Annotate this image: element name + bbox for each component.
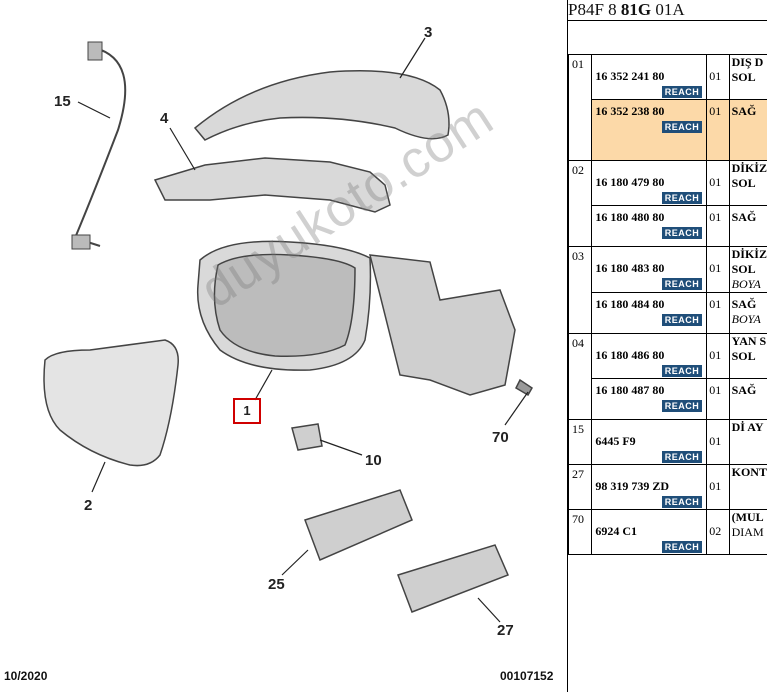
group-number: 02 [569,161,592,247]
reference-code: P84F 8 81G 01A [568,0,685,20]
quantity: 01 [707,348,728,363]
wiring-harness-part [75,48,125,246]
callout-15[interactable]: 15 [54,93,71,110]
callout-10[interactable]: 10 [365,452,382,469]
control-switch-part-27 [398,545,508,612]
group-number: 15 [569,420,592,465]
part-number[interactable]: 16 180 487 80 [592,383,706,398]
group-title: YAN S [730,334,767,349]
group-title: Dİ AY [730,420,767,435]
part-note: BOYA [730,277,767,292]
group-number: 04 [569,334,592,420]
quantity: 01 [707,104,728,119]
callout-4[interactable]: 4 [160,110,168,127]
part-description: SAĞ [730,210,767,225]
callout-25[interactable]: 25 [268,576,285,593]
callout-3[interactable]: 3 [424,24,432,41]
part-description: DIAM [730,525,767,540]
callout-1-highlighted[interactable]: 1 [233,398,261,424]
quantity: 02 [707,524,728,539]
part-description: SAĞ [730,383,767,398]
reach-badge: REACH [662,227,703,239]
control-switch-part-25 [305,490,412,560]
mirror-glass-part [44,340,178,466]
part-number[interactable]: 6924 C1 [592,524,706,539]
callout-2[interactable]: 2 [84,497,92,514]
drawing-number: 00107152 [500,669,553,683]
part-description: SOL [730,262,767,277]
part-number[interactable]: 16 180 484 80 [592,297,706,312]
reach-badge: REACH [662,541,703,553]
part-description: SOL [730,70,767,85]
part-description: SAĞ [730,104,767,119]
reach-badge: REACH [662,451,703,463]
reach-badge: REACH [662,121,703,133]
reach-badge: REACH [662,496,703,508]
connector-part [292,424,322,450]
quantity: 01 [707,261,728,276]
diagram-date: 10/2020 [4,669,47,683]
reach-badge: REACH [662,314,703,326]
quantity: 01 [707,210,728,225]
part-description: SOL [730,176,767,191]
parts-diagram: duyukoto.com 15 3 4 2 1 10 70 25 27 10/2… [0,0,567,692]
quantity: 01 [707,175,728,190]
part-number[interactable]: 16 180 479 80 [592,175,706,190]
mirror-mechanism-part [370,255,515,395]
reach-badge: REACH [662,365,703,377]
part-number[interactable]: 16 180 483 80 [592,261,706,276]
group-title: (MUL [730,510,767,525]
group-number: 03 [569,247,592,334]
part-number[interactable]: 16 352 241 80 [592,69,706,84]
part-description: SAĞ [730,297,767,312]
quantity: 01 [707,479,728,494]
group-title: DİKİZ [730,247,767,262]
callout-27[interactable]: 27 [497,622,514,639]
quantity: 01 [707,69,728,84]
group-number: 01 [569,55,592,161]
part-description: SOL [730,349,767,364]
reach-badge: REACH [662,86,703,98]
part-number[interactable]: 16 180 486 80 [592,348,706,363]
group-title: DİKİZ [730,161,767,176]
part-note: BOYA [730,312,767,327]
reach-badge: REACH [662,278,703,290]
callout-70[interactable]: 70 [492,429,509,446]
part-number[interactable]: 98 319 739 ZD [592,479,706,494]
part-number[interactable]: 16 180 480 80 [592,210,706,225]
quantity: 01 [707,383,728,398]
reach-badge: REACH [662,192,703,204]
group-number: 27 [569,465,592,510]
reach-badge: REACH [662,400,703,412]
part-number[interactable]: 16 352 238 80 [592,104,706,119]
group-number: 70 [569,510,592,555]
group-title: KONT [730,465,767,480]
quantity: 01 [707,297,728,312]
part-number[interactable]: 6445 F9 [592,434,706,449]
quantity: 01 [707,434,728,449]
group-title: DIŞ D [730,55,767,70]
